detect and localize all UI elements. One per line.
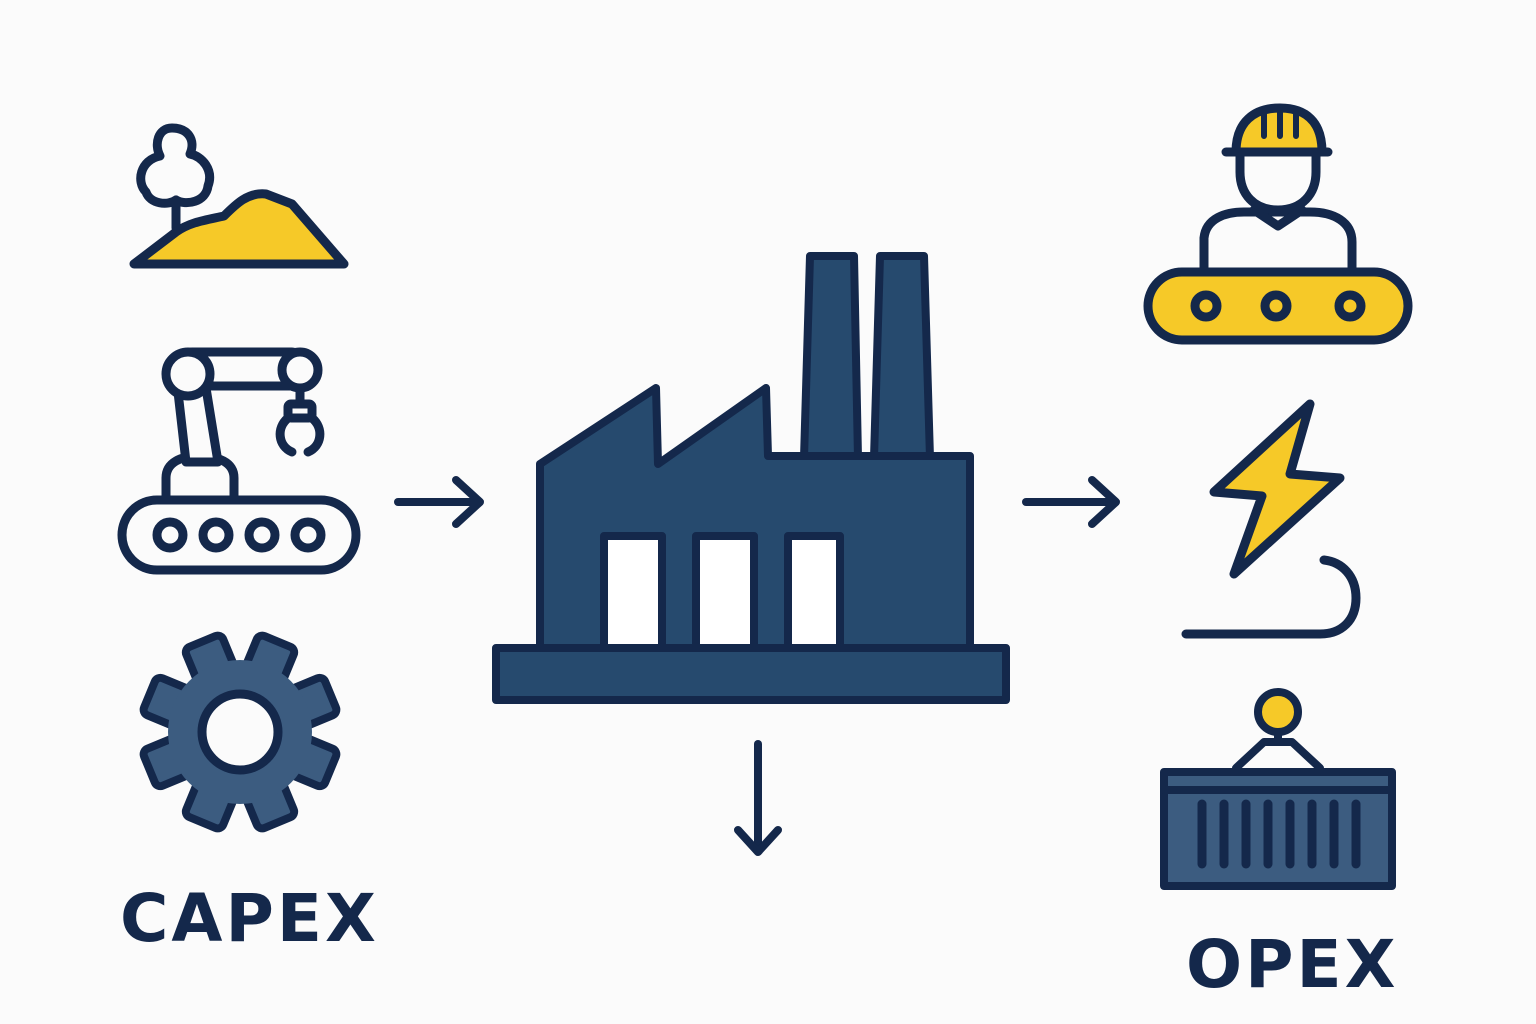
electricity-icon [1181, 399, 1361, 639]
robot-arm-conveyor-icon [117, 347, 361, 575]
opex-label: OPEX [1186, 926, 1399, 1003]
arrow-right-capex [394, 476, 484, 528]
worker-conveyor-icon [1143, 103, 1413, 345]
capex-label: CAPEX [120, 880, 379, 957]
land-icon [129, 123, 349, 269]
arrow-down [734, 740, 782, 856]
arrow-right-opex [1022, 476, 1120, 528]
factory-icon [492, 252, 1010, 704]
gear-icon [139, 631, 341, 833]
shipping-container-icon [1160, 688, 1396, 890]
